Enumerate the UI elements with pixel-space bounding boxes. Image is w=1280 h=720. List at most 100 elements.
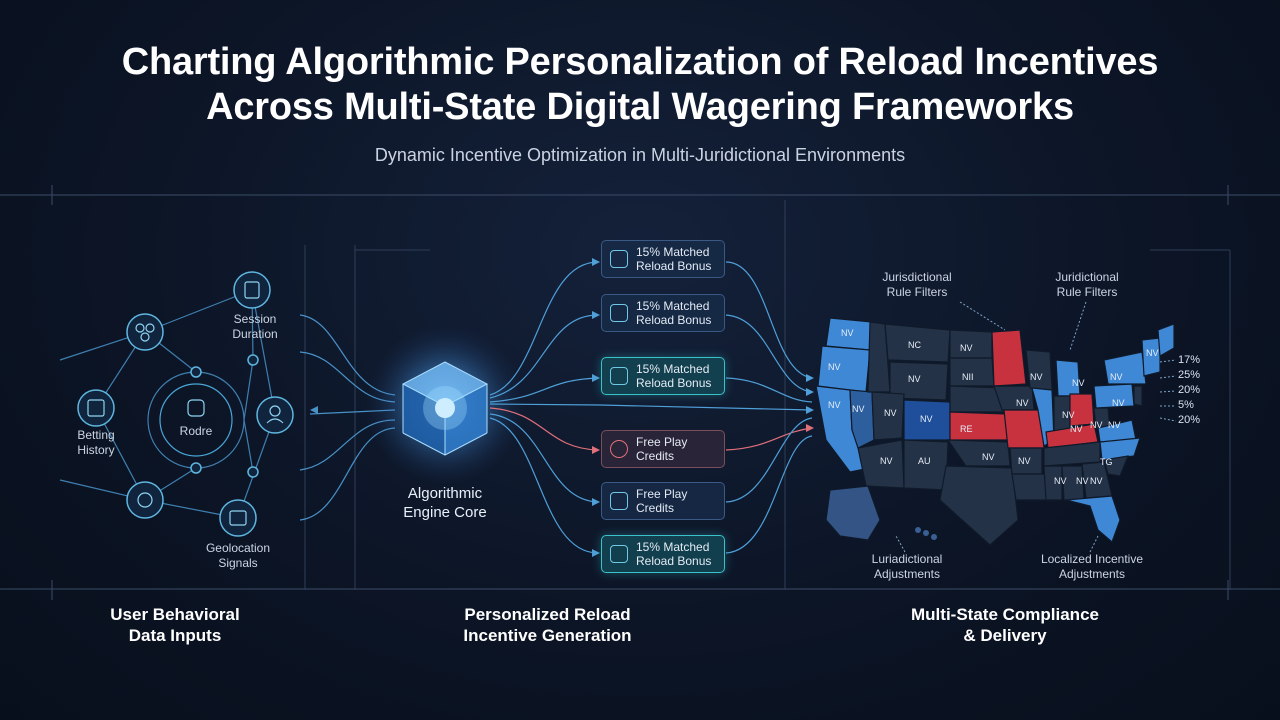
state-abbrev-label: RE: [960, 424, 973, 434]
state-abbrev-label: NV: [1090, 420, 1103, 430]
filter-left-label: Jurisdictional Rule Filters: [862, 270, 972, 300]
state-mn: [991, 329, 1027, 387]
betting-label-line1: Betting: [77, 428, 115, 442]
column-label-generation: Personalized Reload Incentive Generation: [430, 604, 665, 646]
state-ny: [1103, 351, 1147, 385]
column-label-delivery: Multi-State Compliance & Delivery: [880, 604, 1130, 646]
incentive-card-line2: Reload Bonus: [636, 376, 712, 390]
state-tx: [939, 465, 1019, 546]
state-ak: [825, 485, 881, 541]
center-node-label: Rodre: [179, 424, 213, 438]
page-title: Charting Algorithmic Personalization of …: [0, 40, 1280, 130]
state-wy: [889, 361, 949, 401]
geolocation-label: Geolocation Signals: [190, 541, 286, 571]
session-duration-label: Session Duration: [215, 312, 295, 342]
engine-label-line1: Algorithmic: [407, 485, 483, 502]
state-abbrev-label: NV: [1076, 476, 1089, 486]
state-sc: [1103, 455, 1129, 477]
bonus-icon: [610, 304, 628, 322]
state-wi: [1025, 349, 1053, 391]
state-abbrev-label: NV: [828, 362, 841, 372]
bonus-icon: [610, 367, 628, 385]
state-abbrev-label: NV: [841, 328, 854, 338]
filter-right-label: Juridictional Rule Filters: [1032, 270, 1142, 300]
adjust-left-line1: Luriadictional: [871, 552, 943, 566]
state-abbrev-label: NV: [1108, 420, 1121, 430]
state-ne-states: [1141, 337, 1161, 377]
adjust-right-label: Localized Incentive Adjustments: [1030, 552, 1154, 582]
credits-icon: [610, 440, 628, 458]
state-abbrev-label: NV: [1054, 476, 1067, 486]
delivery-connectors: [599, 261, 814, 554]
map-callouts: [895, 301, 1177, 553]
incentive-card-line2: Credits: [636, 449, 675, 463]
state-abbrev-label: NV: [1072, 378, 1085, 388]
incentive-card-line1: Free Play: [636, 435, 688, 449]
bonus-icon: [610, 545, 628, 563]
profile-node: [256, 396, 294, 434]
bonus-icon: [610, 250, 628, 268]
state-abbrev-label: NV: [982, 452, 995, 462]
incentive-card-line2: Reload Bonus: [636, 259, 712, 273]
filter-left-line2: Rule Filters: [886, 285, 948, 299]
incentive-card-line1: 15% Matched: [636, 245, 710, 259]
session-label-line1: Session: [233, 312, 277, 326]
geo-label-line1: Geolocation: [205, 541, 271, 555]
filter-left-line1: Jurisdictional: [882, 270, 952, 284]
input-nodes: [77, 271, 294, 537]
engine-core-label: Algorithmic Engine Core: [385, 484, 505, 522]
pct-label: 25%: [1178, 369, 1201, 381]
geo-label-line2: Signals: [218, 556, 258, 570]
session-label-line2: Duration: [232, 327, 278, 341]
title-line-2: Across Multi-State Digital Wagering Fram…: [206, 86, 1074, 128]
engine-label-line2: Engine Core: [403, 504, 487, 521]
pct-label: 20%: [1178, 384, 1201, 396]
page-subtitle: Dynamic Incentive Optimization in Multi-…: [374, 145, 906, 165]
state-abbrev-label: NV: [960, 343, 973, 353]
input-node-icons: [87, 281, 284, 526]
engine-core: [365, 325, 525, 485]
state-me: [1157, 323, 1175, 357]
incentive-card-line2: Reload Bonus: [636, 554, 712, 568]
adjust-right-line2: Adjustments: [1058, 567, 1126, 581]
frame-lines: [0, 185, 1280, 600]
state-abbrev-label: NV: [1070, 424, 1083, 434]
col-left-line1: User Behavioral: [110, 605, 240, 624]
col-right-line2: & Delivery: [963, 626, 1047, 645]
state-or: [817, 345, 871, 393]
geo-node: [219, 499, 257, 537]
col-right-line1: Multi-State Compliance: [911, 605, 1099, 624]
output-connectors: [489, 258, 601, 557]
state-abbrev-label: NV: [1146, 348, 1159, 358]
incentive-card-line1: 15% Matched: [636, 299, 710, 313]
us-map: [815, 317, 1175, 546]
state-abbrev-label: NV: [908, 374, 921, 384]
col-mid-line1: Personalized Reload: [464, 605, 631, 624]
state-abbrev-label: NV: [884, 408, 897, 418]
state-ut: [871, 391, 905, 441]
state-nc: [1099, 437, 1141, 461]
state-abbrev-label: NC: [908, 340, 921, 350]
state-ms: [1043, 465, 1063, 501]
filter-right-line1: Juridictional: [1055, 270, 1119, 284]
incentive-card-line1: 15% Matched: [636, 540, 710, 554]
state-abbrev-label: NV: [828, 400, 841, 410]
state-abbrev-label: NV: [1110, 372, 1123, 382]
column-label-inputs: User Behavioral Data Inputs: [70, 604, 280, 646]
state-abbrev-label: NV: [1062, 410, 1075, 420]
state-hi: [915, 527, 937, 540]
state-abbrev-label: NV: [920, 414, 933, 424]
state-nj: [1133, 385, 1143, 407]
pct-label: 5%: [1178, 399, 1194, 411]
